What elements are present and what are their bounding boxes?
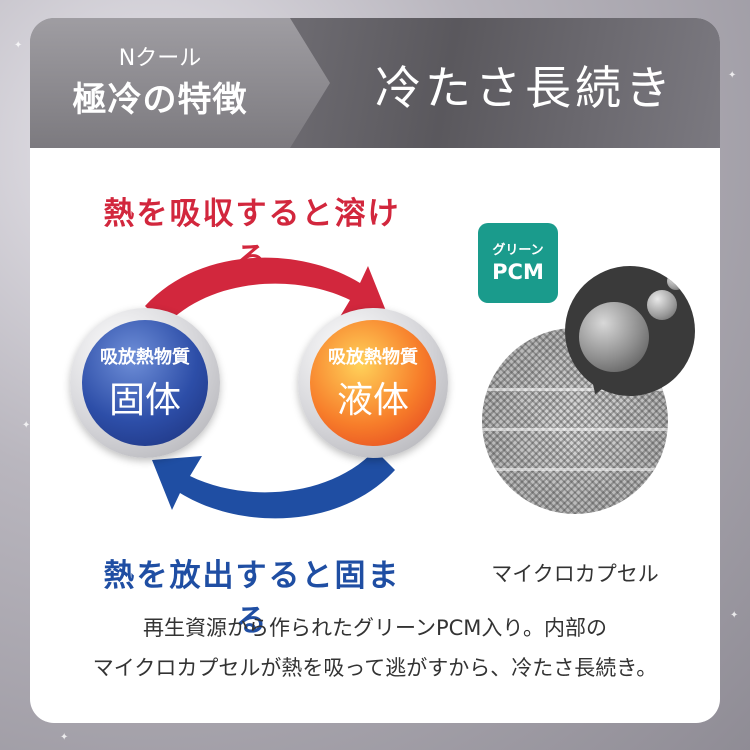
solidify-heading: 熱を放出すると固まる [103, 558, 401, 639]
sparkle-icon: ✦ [22, 420, 31, 431]
solid-orb-state: 固体 [108, 380, 181, 421]
description-line-1: 再生資源から作られたグリーンPCM入り。内部の [143, 616, 607, 640]
banner-title: 冷たさ長続き [375, 61, 675, 115]
solid-orb-label: 吸放熱物質 [100, 347, 190, 368]
green-pcm-badge: グリーン PCM [478, 223, 558, 303]
sparkle-icon: ✦ [14, 40, 23, 51]
banner-subtitle: Nクール [118, 46, 202, 71]
liquid-orb-label: 吸放熱物質 [328, 347, 418, 368]
feature-card: Nクール 極冷の特徴 冷たさ長続き 熱を吸収すると溶ける 吸放熱物質 固体 吸放… [30, 18, 720, 723]
banner-label: 極冷の特徴 [72, 80, 248, 120]
cycle-arrows [145, 257, 395, 519]
description-line-2: マイクロカプセルが熱を吸って逃がすから、冷たさ長続き。 [92, 656, 658, 680]
solidify-arrow-icon [152, 450, 395, 519]
sparkle-icon: ✦ [728, 70, 737, 81]
melt-heading: 熱を吸収すると溶ける [103, 196, 401, 277]
liquid-orb: 吸放熱物質 液体 [298, 308, 448, 458]
microcapsule-zoom-image [565, 266, 695, 396]
solid-orb: 吸放熱物質 固体 [70, 308, 220, 458]
liquid-orb-core: 吸放熱物質 液体 [310, 320, 436, 446]
microcapsule-caption: マイクロカプセル [491, 562, 659, 586]
pcm-badge-line2: PCM [492, 260, 544, 284]
sparkle-icon: ✦ [730, 610, 739, 621]
liquid-orb-state: 液体 [336, 380, 409, 421]
feature-banner: Nクール 極冷の特徴 冷たさ長続き [30, 18, 720, 148]
melt-arrow-icon [145, 257, 388, 326]
solid-orb-core: 吸放熱物質 固体 [82, 320, 208, 446]
banner-label-panel [30, 18, 330, 148]
sparkle-icon: ✦ [60, 732, 69, 743]
pcm-badge-line1: グリーン [492, 243, 544, 258]
description: 再生資源から作られたグリーンPCM入り。内部の マイクロカプセルが熱を吸って逃が… [30, 608, 720, 688]
